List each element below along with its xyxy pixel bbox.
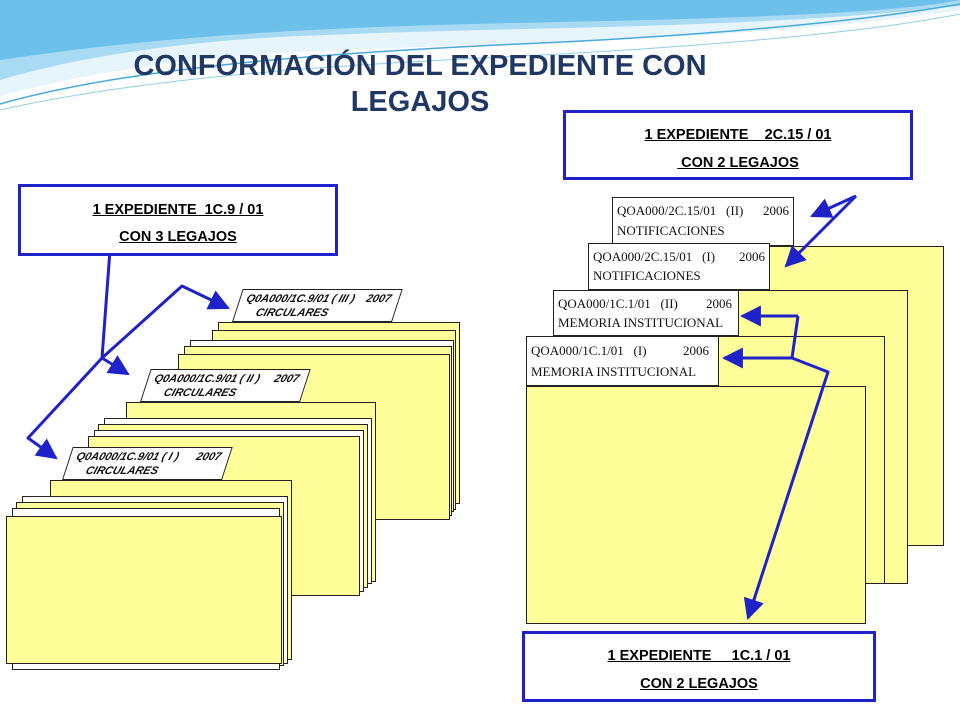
arrow-connector <box>101 355 130 376</box>
title-line-1: CONFORMACIÓN DEL EXPEDIENTE CON <box>133 50 707 82</box>
folder-front <box>6 516 282 664</box>
folder-subject: MEMORIA INSTITUCIONAL <box>531 364 697 379</box>
arrow-connector <box>26 356 104 460</box>
label-box-line-1: 1 EXPEDIENTE 1C.1 / 01 <box>607 648 791 664</box>
folder-tab: QOA000/1C.1/01 (II) 2006 MEMORIA INSTITU… <box>553 290 739 336</box>
arrow-connector <box>100 284 230 360</box>
folder-tab: QOA000/1C.1/01 (I) 2006 MEMORIA INSTITUC… <box>526 336 719 386</box>
arrow-connector <box>100 249 112 359</box>
folder-tab: QOA000/2C.15/01 (II) 2006 NOTIFICACIONES <box>612 197 794 246</box>
arrow-connector <box>721 315 800 369</box>
folder-code: QOA000/2C.15/01 (II) <box>617 203 744 218</box>
label-box-line-1: 1 EXPEDIENTE 1C.9 / 01 <box>92 202 264 218</box>
arrow-connector <box>743 356 830 620</box>
folder-subject: MEMORIA INSTITUCIONAL <box>558 315 724 330</box>
label-box-1c1: 1 EXPEDIENTE 1C.1 / 01 CON 2 LEGAJOS <box>522 631 876 702</box>
label-box-line-1: 1 EXPEDIENTE 2C.15 / 01 <box>644 127 832 143</box>
page-title: CONFORMACIÓN DEL EXPEDIENTE CON LEGAJOS <box>60 48 780 120</box>
label-box-line-2: CON 3 LEGAJOS <box>119 229 237 245</box>
folder-subject: NOTIFICACIONES <box>617 223 725 238</box>
folder-code: QOA000/1C.1/01 (I) <box>531 343 647 358</box>
folder-code: QOA000/2C.15/01 (I) <box>593 249 716 264</box>
label-box-line-2: CON 2 LEGAJOS <box>640 676 758 692</box>
folder-year: 2006 <box>739 249 765 264</box>
folder-year: 2006 <box>763 203 789 218</box>
folder-subject: NOTIFICACIONES <box>593 268 701 283</box>
label-box-line-2: CON 2 LEGAJOS <box>677 155 799 171</box>
arrow-connector <box>784 194 858 268</box>
folder-code: QOA000/1C.1/01 (II) <box>558 296 678 311</box>
header-wave <box>0 0 960 110</box>
label-box-1c9: 1 EXPEDIENTE 1C.9 / 01 CON 3 LEGAJOS <box>18 184 338 256</box>
title-line-2: LEGAJOS <box>350 86 490 118</box>
folder-year: 2006 <box>706 296 732 311</box>
folder-year: 2006 <box>683 343 709 358</box>
label-box-2c15: 1 EXPEDIENTE 2C.15 / 01 CON 2 LEGAJOS <box>563 110 913 180</box>
folder-tab: QOA000/2C.15/01 (I) 2006 NOTIFICACIONES <box>588 243 770 290</box>
arrow-connector <box>810 194 857 218</box>
